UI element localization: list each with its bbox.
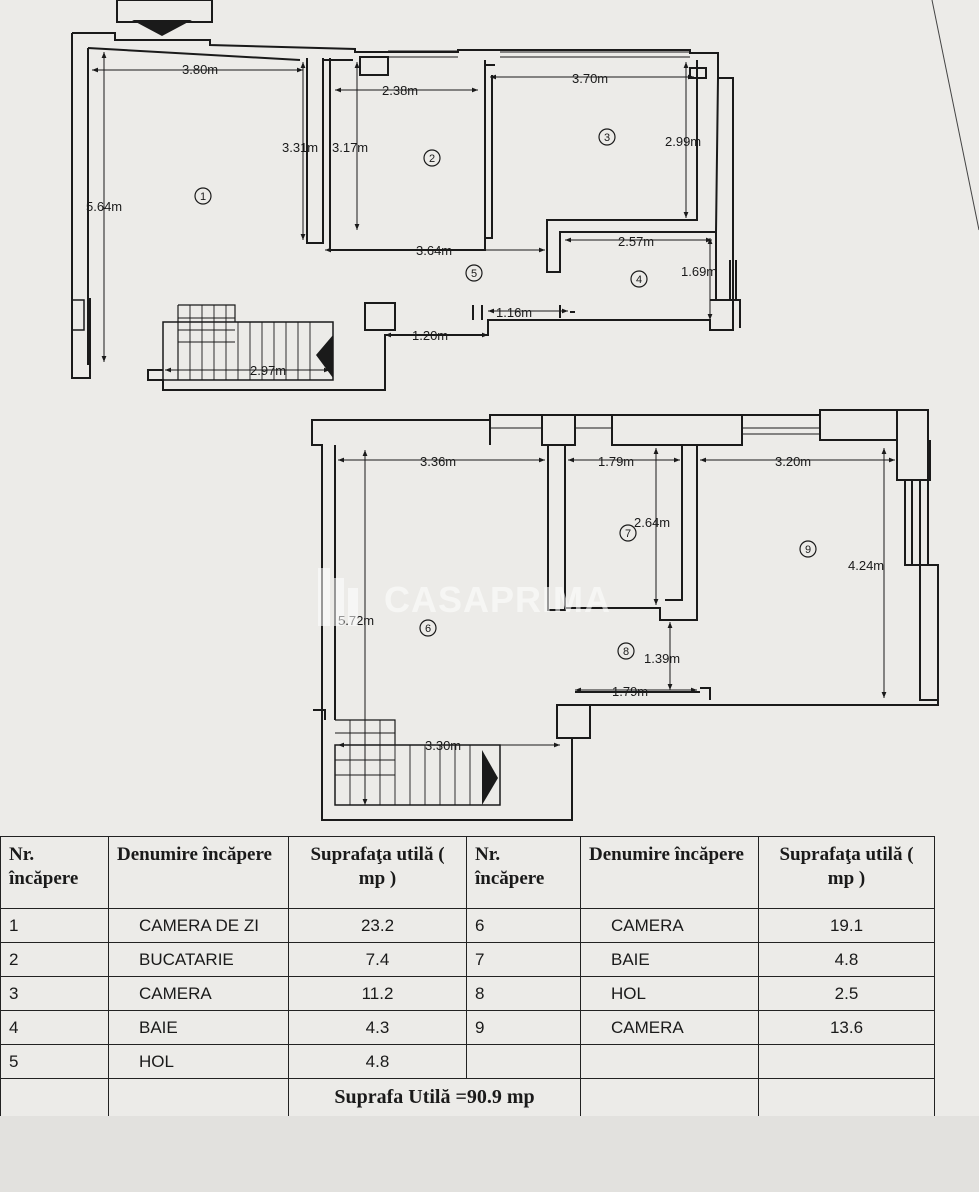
table-row: 4 BAIE 4.3 9 CAMERA 13.6	[0, 1010, 935, 1045]
dim-label: 3.36m	[420, 454, 456, 469]
dim-label: 2.97m	[250, 363, 286, 378]
room-name: BAIE	[580, 942, 759, 977]
dim-label: 3.70m	[572, 71, 608, 86]
entrance-block	[116, 0, 213, 23]
empty-cell	[758, 1078, 935, 1117]
room-nr: 8	[466, 976, 581, 1011]
upper-dimension-lines	[92, 52, 713, 373]
room-number: 7	[625, 528, 631, 540]
empty-cell	[758, 1044, 935, 1079]
dim-label: 3.64m	[416, 243, 452, 258]
blurred-footer	[0, 1116, 979, 1192]
upper-floor	[71, 0, 741, 391]
room-nr: 7	[466, 942, 581, 977]
empty-cell	[580, 1044, 759, 1079]
room-name: CAMERA	[580, 1010, 759, 1045]
room-number: 9	[805, 544, 811, 556]
room-number: 1	[200, 191, 206, 203]
dim-label: 3.80m	[182, 62, 218, 77]
lower-stairs-arrow	[482, 750, 498, 805]
room-number: 5	[471, 268, 477, 280]
upper-stairs	[162, 321, 334, 381]
floor-plan: 3.80m 2.38m 3.70m 3.31m 3.17m 2.99m 5.64…	[71, 0, 979, 821]
room-name: HOL	[108, 1044, 289, 1079]
table-row: 3 CAMERA 11.2 8 HOL 2.5	[0, 976, 935, 1011]
header-name: Denumire încăpere	[580, 836, 759, 909]
empty-cell	[466, 1044, 581, 1079]
lower-dimension-lines	[338, 448, 895, 805]
dim-label: 3.31m	[282, 140, 318, 155]
upper-outer-wall	[71, 32, 734, 391]
room-number: 2	[429, 153, 435, 165]
lower-floor	[311, 409, 939, 821]
room-area: 2.5	[758, 976, 935, 1011]
room-name: HOL	[580, 976, 759, 1011]
watermark: CASAPRIMA	[384, 579, 611, 620]
room-nr: 4	[0, 1010, 109, 1045]
rooms-area-table: Nr. încăpere Denumire încăpere Suprafaţa…	[0, 836, 935, 1117]
room-area: 19.1	[758, 908, 935, 943]
room-name: CAMERA	[108, 976, 289, 1011]
total-area: Suprafa Utilă =90.9 mp	[288, 1078, 581, 1117]
entrance-arrow	[132, 20, 192, 36]
room-name: BAIE	[108, 1010, 289, 1045]
dim-label: 2.64m	[634, 515, 670, 530]
room-nr: 5	[0, 1044, 109, 1079]
room-area: 11.2	[288, 976, 467, 1011]
room-nr: 1	[0, 908, 109, 943]
dimension-labels: 3.80m 2.38m 3.70m 3.31m 3.17m 2.99m 5.64…	[86, 62, 884, 753]
room-area: 4.3	[288, 1010, 467, 1045]
dim-label: 1.69m	[681, 264, 717, 279]
empty-cell	[580, 1078, 759, 1117]
room-name: BUCATARIE	[108, 942, 289, 977]
page-edge	[931, 0, 979, 231]
header-name: Denumire încăpere	[108, 836, 289, 909]
room-markers	[194, 128, 817, 660]
dim-label: 4.24m	[848, 558, 884, 573]
room-area: 13.6	[758, 1010, 935, 1045]
header-area: Suprafaţa utilă ( mp )	[758, 836, 935, 909]
room-area: 4.8	[288, 1044, 467, 1079]
dim-label: 2.57m	[618, 234, 654, 249]
table-total-row: Suprafa Utilă =90.9 mp	[0, 1078, 935, 1117]
room-nr: 2	[0, 942, 109, 977]
dim-label: 3.30m	[425, 738, 461, 753]
dim-label: 3.20m	[775, 454, 811, 469]
header-area: Suprafaţa utilă ( mp )	[288, 836, 467, 909]
room-name: CAMERA DE ZI	[108, 908, 289, 943]
room-name: CAMERA	[580, 908, 759, 943]
dim-label: 1.20m	[412, 328, 448, 343]
table-row: 5 HOL 4.8	[0, 1044, 935, 1079]
header-nr: Nr. încăpere	[0, 836, 109, 909]
table-row: 1 CAMERA DE ZI 23.2 6 CAMERA 19.1	[0, 908, 935, 943]
lower-outer-wall	[311, 409, 939, 821]
room-area: 4.8	[758, 942, 935, 977]
table-header-row: Nr. încăpere Denumire încăpere Suprafaţa…	[0, 836, 935, 909]
room-number: 3	[604, 132, 610, 144]
room-numbers: 1 2 3 4 5 6 7 8 9	[200, 132, 811, 658]
room-area: 23.2	[288, 908, 467, 943]
empty-cell	[0, 1078, 109, 1117]
room-number: 4	[636, 274, 642, 286]
dim-label: 2.38m	[382, 83, 418, 98]
room-area: 7.4	[288, 942, 467, 977]
dim-label: 2.99m	[665, 134, 701, 149]
header-nr: Nr. încăpere	[466, 836, 581, 909]
dim-label: 1.16m	[496, 305, 532, 320]
room-nr: 9	[466, 1010, 581, 1045]
room-number: 8	[623, 646, 629, 658]
table-row: 2 BUCATARIE 7.4 7 BAIE 4.8	[0, 942, 935, 977]
dim-label: 1.39m	[644, 651, 680, 666]
watermark-logo: CASAPRIMA	[318, 568, 611, 626]
room-nr: 6	[466, 908, 581, 943]
dim-label: 3.17m	[332, 140, 368, 155]
upper-stairs-arrow	[316, 335, 333, 378]
room-nr: 3	[0, 976, 109, 1011]
dim-label: 1.79m	[598, 454, 634, 469]
room-number: 6	[425, 623, 431, 635]
empty-cell	[108, 1078, 289, 1117]
dim-label: 1.79m	[612, 684, 648, 699]
dim-label: 5.64m	[86, 199, 122, 214]
